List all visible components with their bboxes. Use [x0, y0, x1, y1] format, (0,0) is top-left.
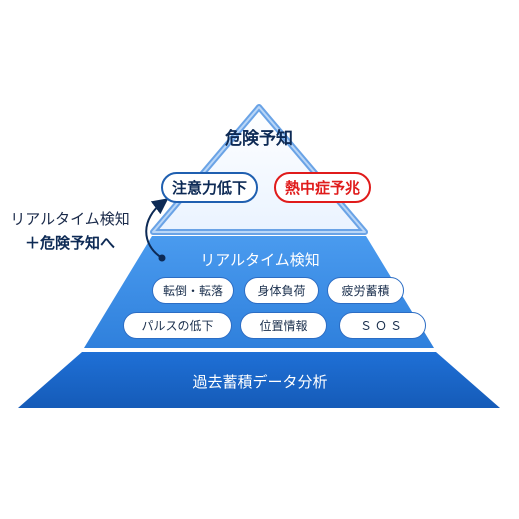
top-label: 危険予知: [225, 129, 293, 149]
item-fall: 転倒・転落: [152, 277, 234, 304]
item-pulse-drop: パルスの低下: [123, 312, 232, 339]
side-label-line2: ＋危険予知へ: [24, 234, 115, 252]
middle-tier-title: リアルタイム検知: [200, 251, 320, 269]
prediction-heatstroke-sign: 熱中症予兆: [274, 172, 371, 203]
curved-arrow: [145, 198, 169, 259]
item-body-load: 身体負荷: [244, 277, 319, 304]
bottom-tier-title: 過去蓄積データ分析: [192, 373, 328, 391]
arrow-start-dot: [158, 254, 166, 262]
side-label-line1: リアルタイム検知: [10, 210, 130, 228]
prediction-attention-decline: 注意力低下: [161, 172, 258, 203]
bottom-tier: [18, 352, 500, 408]
item-fatigue: 疲労蓄積: [327, 277, 404, 304]
item-location: 位置情報: [240, 312, 327, 339]
item-sos: ＳＯＳ: [339, 312, 426, 339]
